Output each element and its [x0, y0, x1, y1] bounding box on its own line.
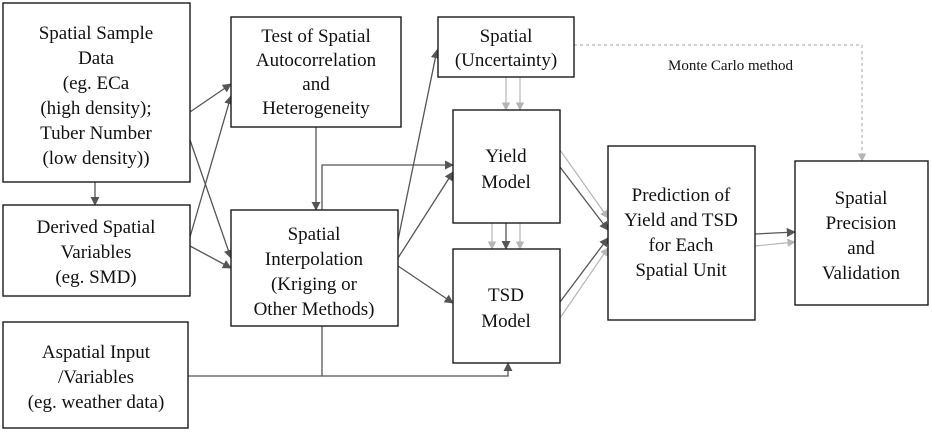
node-spatial-precision: Spatial Precision and Validation — [794, 160, 929, 306]
edge-interp-to-tsd — [397, 265, 454, 304]
node-line: Model — [481, 172, 531, 193]
node-line: Heterogeneity — [262, 98, 370, 119]
node-derived-spatial-variables: Derived Spatial Variables (eg. SMD) — [2, 204, 191, 297]
node-line: Spatial Unit — [635, 260, 727, 281]
edge-interp-to-yield — [397, 171, 454, 259]
node-aspatial-input: Aspatial Input /Variables (eg. weather d… — [2, 321, 189, 429]
node-line: for Each — [649, 235, 714, 256]
node-line: Validation — [822, 263, 901, 284]
node-line: Spatial — [288, 224, 341, 245]
node-line: Precision — [826, 213, 897, 234]
node-line: (eg. weather data) — [28, 392, 165, 413]
node-line: Spatial Sample — [39, 23, 154, 44]
node-spatial-sample-data: Spatial Sample Data (eg. ECa (high densi… — [2, 2, 191, 183]
node-line: Model — [481, 311, 531, 332]
node-line: Tuber Number — [40, 123, 152, 144]
edge-aspatial-to-tsd — [322, 362, 513, 377]
node-spatial-interpolation: Spatial Interpolation (Kriging or Other … — [230, 209, 399, 327]
node-line: (Uncertainty) — [455, 50, 557, 71]
node-line: Test of Spatial — [261, 26, 370, 47]
edge-uncertainty-to-precision-monte-carlo — [574, 44, 867, 162]
edge-prediction-to-precision-dark — [754, 227, 796, 237]
node-line: Derived Spatial — [37, 217, 156, 238]
node-test-autocorrelation: Test of Spatial Autocorrelation and Hete… — [230, 16, 402, 128]
edge-tsd-to-prediction-dark — [559, 237, 609, 303]
node-spatial-uncertainty: Spatial (Uncertainty) — [437, 16, 575, 78]
node-tsd-model: TSD Model — [452, 248, 561, 364]
edge-derived-to-test — [189, 95, 234, 238]
node-line: Spatial — [480, 26, 533, 47]
node-line: (eg. ECa — [63, 73, 130, 94]
node-line: (eg. SMD) — [55, 267, 136, 288]
node-line: /Variables — [58, 367, 134, 388]
node-line: and — [847, 238, 875, 259]
edge-yield-to-prediction-dark — [559, 166, 609, 231]
node-line: Spatial — [835, 188, 888, 209]
edge-sample-to-test — [189, 83, 232, 113]
monte-carlo-label: Monte Carlo method — [668, 58, 793, 74]
node-line: Data — [78, 48, 114, 69]
edge-derived-to-interp — [189, 245, 232, 269]
node-line: Other Methods) — [254, 299, 375, 320]
node-line: Aspatial Input — [42, 342, 151, 363]
node-line: (low density)) — [42, 148, 149, 169]
node-line: Autocorrelation — [256, 50, 377, 71]
edge-prediction-to-precision-light — [754, 238, 796, 247]
edge-yield-to-prediction-light — [559, 149, 609, 219]
node-yield-model: Yield Model — [452, 109, 561, 224]
node-line: Variables — [61, 242, 132, 263]
edge-sample-to-interp — [189, 139, 233, 259]
node-line: Prediction of — [632, 185, 731, 206]
node-line: and — [302, 74, 330, 95]
node-line: Yield and TSD — [624, 210, 738, 231]
node-line: (high density); — [40, 98, 151, 119]
node-line: Interpolation — [265, 249, 364, 270]
node-line: (Kriging or — [271, 274, 358, 295]
node-prediction: Prediction of Yield and TSD for Each Spa… — [607, 145, 756, 321]
edge-interp-to-uncertainty — [397, 49, 440, 241]
node-line: Yield — [485, 146, 527, 167]
edge-tsd-to-prediction-light — [559, 247, 609, 319]
node-line: TSD — [488, 285, 524, 306]
